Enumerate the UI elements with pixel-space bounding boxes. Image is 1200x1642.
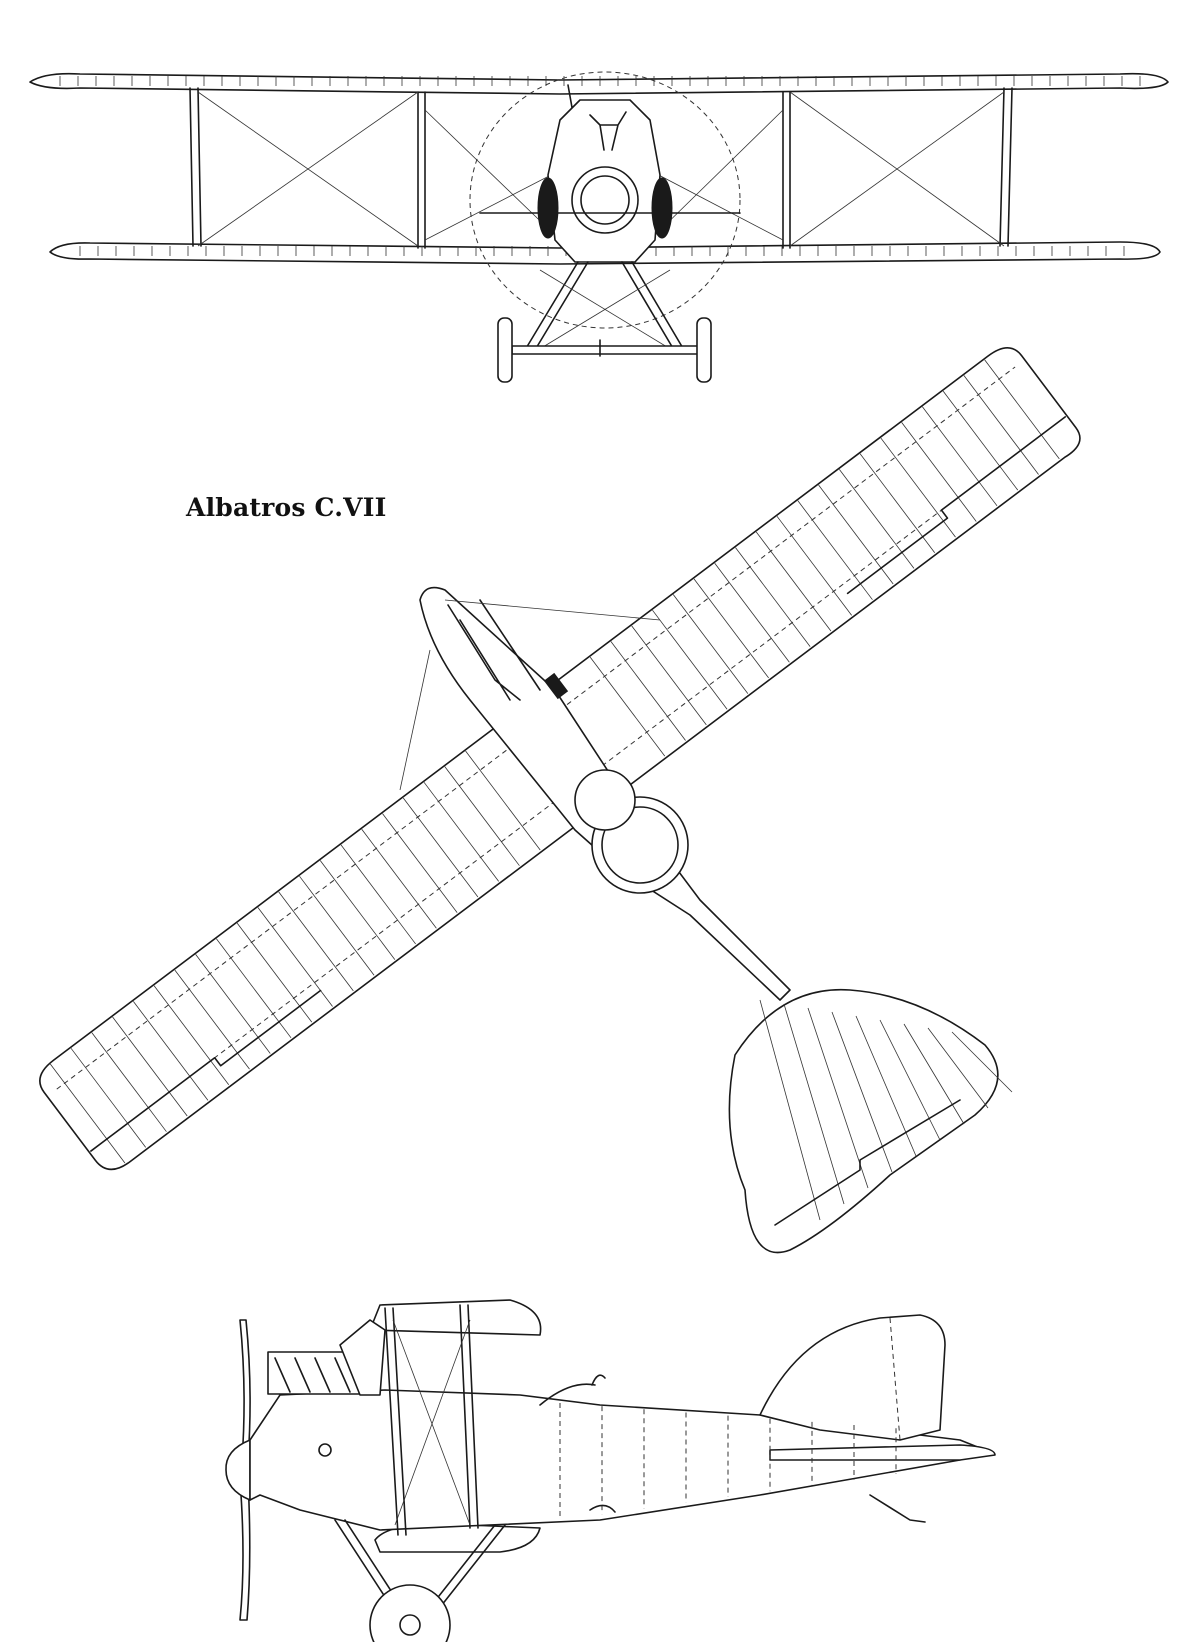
engine-side	[267, 1319, 386, 1396]
wheel-right	[696, 317, 712, 383]
nose-spinner	[225, 1439, 251, 1501]
tailplane-top	[728, 988, 999, 1254]
tailskid	[869, 1494, 926, 1523]
radiator-right	[651, 177, 673, 239]
elevator-hinge	[774, 1099, 961, 1226]
engine-top	[447, 599, 541, 701]
exhaust-stack	[339, 1319, 386, 1396]
side-view	[225, 1299, 996, 1642]
aircraft-title: Albatros C.VII	[186, 493, 387, 522]
engine-cowling-front	[571, 166, 639, 234]
undercarriage-side	[334, 1519, 506, 1642]
pilot-cockpit	[574, 769, 636, 831]
front-view	[29, 71, 1169, 383]
tailplane-side	[769, 1444, 996, 1461]
gun-mount	[589, 111, 627, 151]
upper-wing-ribs	[59, 76, 1141, 86]
fin-rudder	[759, 1314, 946, 1441]
wheel-side	[369, 1584, 451, 1642]
cabane-struts	[384, 1304, 479, 1536]
interplane-struts	[189, 87, 1013, 249]
upper-wing-front	[29, 72, 1169, 95]
top-view	[39, 347, 1081, 1254]
aileron-right	[846, 416, 1067, 595]
aileron-left	[90, 989, 322, 1152]
propeller-disc	[469, 71, 741, 329]
fuselage-top	[419, 586, 791, 1001]
upper-wing-side	[369, 1299, 542, 1336]
wheel-left	[497, 317, 513, 383]
wing-ribs	[49, 359, 1060, 1164]
fuselage-frames	[559, 1403, 897, 1520]
undercarriage-front	[497, 261, 712, 383]
radiator-left	[537, 177, 559, 239]
windscreen	[539, 1383, 596, 1406]
